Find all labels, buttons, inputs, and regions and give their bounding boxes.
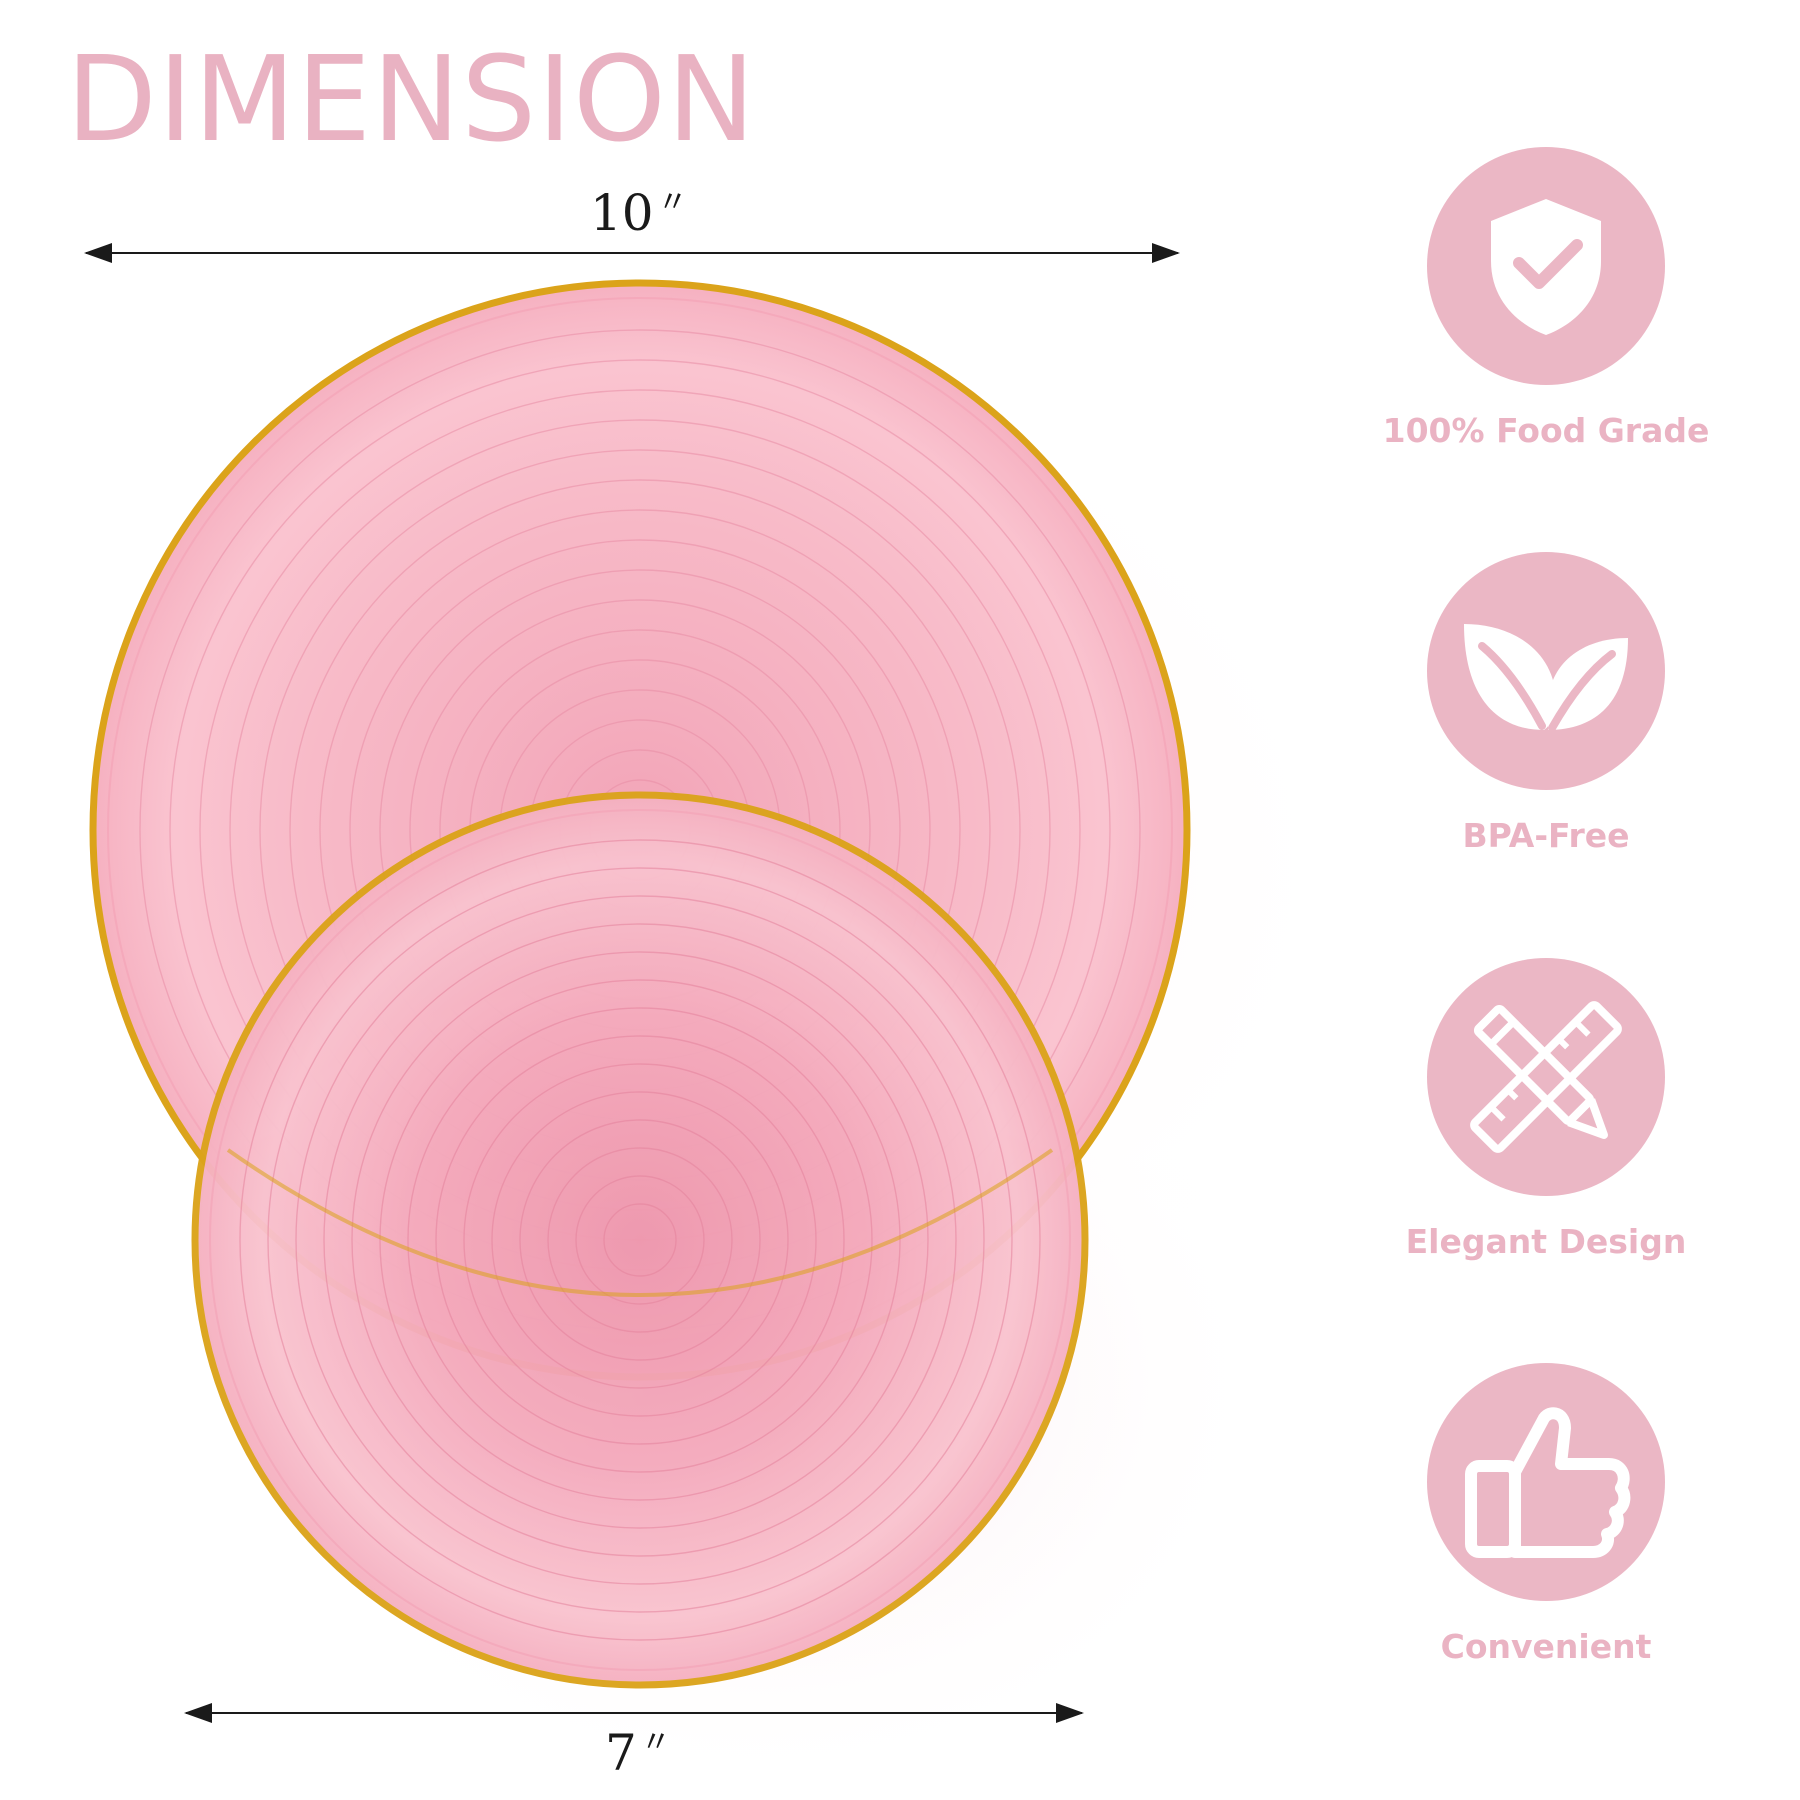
large-plate-size-label: 10〃 <box>590 188 688 238</box>
small-plate <box>191 791 1089 1689</box>
small-plate-size-number: 7 <box>605 1724 637 1782</box>
small-plate-size-label: 7〃 <box>605 1728 671 1778</box>
feature-convenient: Convenient <box>1366 1363 1726 1666</box>
feature-badge <box>1427 147 1665 385</box>
thumbs-up-icon <box>1465 1407 1631 1558</box>
feature-badge <box>1427 958 1665 1196</box>
feature-badge <box>1427 1363 1665 1601</box>
feature-elegant-design: Elegant Design <box>1366 958 1726 1261</box>
feature-badge <box>1427 552 1665 790</box>
shield-check-icon <box>1491 199 1601 335</box>
leaves-icon <box>1464 624 1628 732</box>
inch-mark: 〃 <box>640 1725 671 1761</box>
page-title: DIMENSION <box>66 30 757 168</box>
feature-label: Elegant Design <box>1405 1222 1687 1261</box>
ruler-pencil-icon <box>1470 1001 1622 1153</box>
inch-mark: 〃 <box>657 185 688 221</box>
feature-label: BPA-Free <box>1462 816 1630 855</box>
feature-label: Convenient <box>1440 1627 1652 1666</box>
feature-label: 100% Food Grade <box>1382 411 1710 450</box>
large-plate-size-number: 10 <box>590 184 654 242</box>
feature-food-grade: 100% Food Grade <box>1366 147 1726 450</box>
feature-bpa-free: BPA-Free <box>1366 552 1726 855</box>
